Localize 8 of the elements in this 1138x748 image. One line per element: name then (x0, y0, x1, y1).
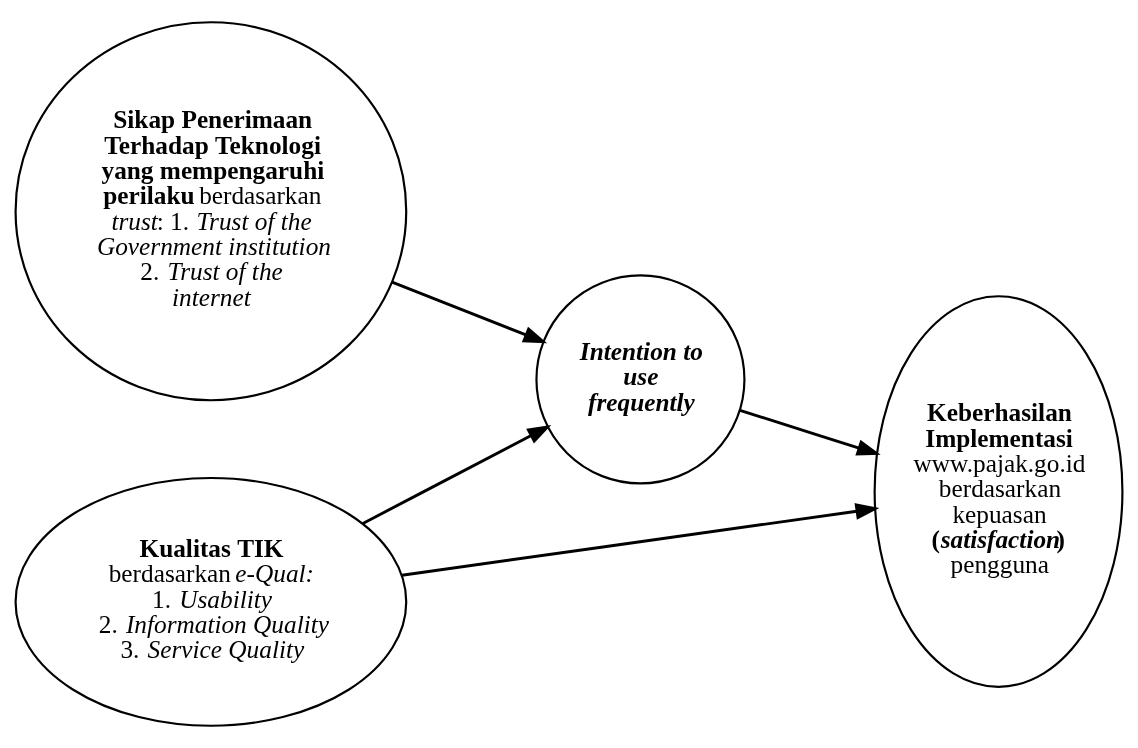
node-circle: Intention to use frequently (535, 274, 746, 485)
arrow (362, 425, 552, 525)
arrow (739, 409, 881, 456)
arrow (391, 280, 548, 344)
node-circle: Sikap Penerimaan Terhadap Teknologi yang mempengaruhi perilaku berdasarkan trust: 1. Trust of the Government institution 2. Trust of the internet (14, 21, 408, 402)
arrow (401, 503, 880, 577)
node-ellipse: Keberhasilan Implementasi www.pajak.go.id berdasarkan kepuasan (satisfaction) pengguna (873, 295, 1124, 688)
node-ellipse: Kualitas TIK berdasarkan e-Qual: 1. Usability 2. Information Quality 3. Service Quality (14, 476, 408, 727)
